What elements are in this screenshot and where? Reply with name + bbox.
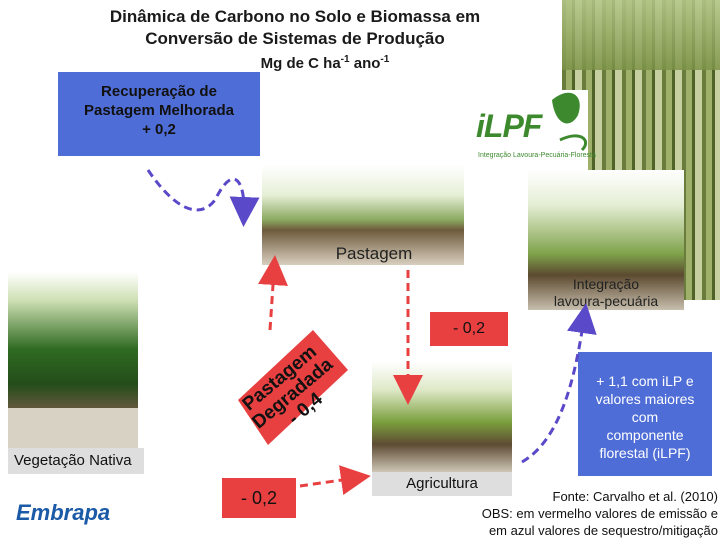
pasture-label: Pastagem (335, 244, 413, 263)
crop-livestock-line-1: Integração (572, 276, 640, 292)
forest-canopy (562, 0, 720, 70)
recovery-value: + 0,2 (142, 121, 176, 138)
ilpf-gain-box: + 1,1 com iLP e valores maiores com comp… (578, 352, 712, 476)
ilpf-gain-line-3: com (631, 409, 659, 425)
native-vegetation-soil (8, 408, 138, 448)
source-line-2: OBS: em vermelho valores de emissão e (481, 506, 718, 521)
source-line-3: em azul valores de sequestro/mitigação (488, 523, 718, 538)
arrow-agriculture-to-ilp (521, 303, 597, 464)
ilpf-gain-line-5: florestal (iLPF) (599, 445, 691, 461)
crop-livestock-illustration (528, 170, 684, 310)
embrapa-logo-text: Embrapa (16, 500, 111, 525)
pasture-to-agriculture-value: - 0,2 (430, 312, 508, 346)
native-vegetation-label: Vegetação Nativa (8, 448, 144, 474)
pasture-illustration (262, 165, 464, 265)
ilpf-gain-line-2: valores maiores (595, 391, 695, 407)
title-line-2: Conversão de Sistemas de Produção (145, 29, 445, 48)
ilpf-logo-subtitle: Integração Lavoura-Pecuária-Floresta (478, 152, 596, 159)
arrow-native-to-pasture (258, 255, 288, 331)
source-line-1: Fonte: Carvalho et al. (2010) (552, 489, 718, 504)
title-line-1: Dinâmica de Carbono no Solo e Biomassa e… (109, 7, 481, 26)
recovery-box: Recuperação de Pastagem Melhorada + 0,2 (58, 72, 260, 156)
source-note: Fonte: Carvalho et al. (2010) OBS: em ve… (456, 488, 718, 539)
degraded-pasture-group: Pastagem Degradada - 0,4 (228, 330, 358, 450)
recovery-line-2: Pastagem Melhorada (83, 102, 235, 119)
degraded-pasture-background (238, 330, 348, 445)
arrow-native-to-agriculture (299, 465, 371, 495)
agriculture-label: Agricultura (372, 472, 512, 496)
native-to-agriculture-value: - 0,2 (222, 478, 296, 518)
units-label: Mg de C ha-1 ano-1 (260, 54, 390, 72)
ilpf-gain-line-1: + 1,1 com iLP e (596, 373, 694, 389)
ilpf-gain-line-4: componente (606, 427, 684, 443)
native-vegetation-illustration (8, 272, 138, 412)
ilpf-logo-text: iLPF (476, 108, 542, 144)
page-title: Dinâmica de Carbono no Solo e Biomassa e… (60, 6, 530, 50)
arrow-recovery-to-pasture (146, 169, 260, 227)
embrapa-logo (4, 488, 104, 534)
recovery-line-1: Recuperação de (101, 83, 217, 100)
